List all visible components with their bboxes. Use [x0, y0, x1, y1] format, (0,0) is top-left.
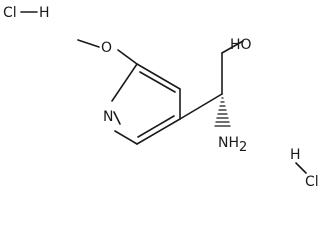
salt-bottom-h-label: H	[290, 147, 301, 163]
pyridine-nitrogen-label: N	[103, 109, 113, 125]
ring-to-stereocenter-bond	[179, 93, 223, 120]
ring-bond-c2-c3	[136, 63, 181, 90]
amine-subscript-text: 2	[239, 140, 247, 155]
ch2-to-hydroxyl-bond	[221, 40, 244, 54]
ring-bond-c5-c6	[114, 130, 138, 145]
ring-bond-c4-c5	[136, 118, 181, 145]
ring-bond-c6-n-inner	[113, 111, 121, 125]
amine-nh-text: NH	[218, 135, 239, 151]
salt-top-cl-label: Cl	[3, 5, 17, 21]
ring-bond-c2-c3-inner	[139, 71, 176, 93]
hcl-salt-top: Cl H	[3, 5, 50, 21]
salt-top-h-label: H	[39, 5, 50, 21]
amine-label: NH2	[218, 135, 247, 155]
ring-bond-n-c2	[111, 63, 138, 102]
methoxy-oxygen-label: O	[101, 40, 112, 56]
hashed-wedge-bond	[214, 97, 231, 127]
salt-bottom-h-cl-bond	[295, 162, 307, 174]
hcl-salt-bottom: H Cl	[290, 147, 319, 189]
salt-bottom-cl-label: Cl	[305, 174, 319, 189]
ring-bond-c4-c5-inner	[137, 115, 175, 138]
chemical-structure: Cl H O N HO NH2	[3, 5, 319, 189]
pyridine-ring: N	[103, 63, 181, 145]
hydroxyl-label: HO	[230, 37, 252, 53]
methyl-to-oxygen-bond	[77, 39, 100, 48]
oxygen-to-ring-bond	[117, 49, 138, 65]
